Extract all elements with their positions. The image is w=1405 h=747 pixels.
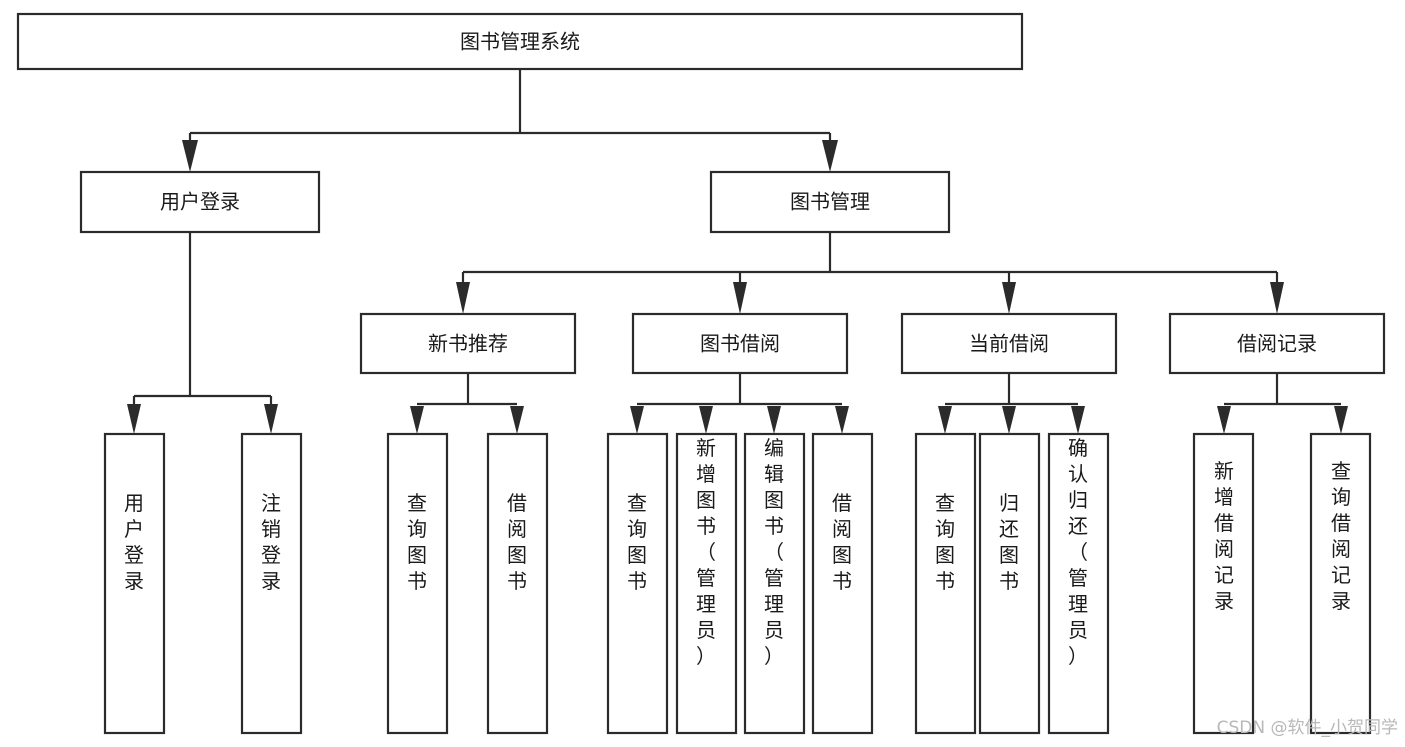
node-leaf-borrow-book-1-box[interactable] <box>486 432 549 735</box>
connector-group-root <box>182 69 838 172</box>
arrow-head-leaf-user-logout <box>264 404 278 434</box>
arrow-head-leaf-add-book <box>699 406 713 434</box>
connector-group-book-borrow <box>630 373 849 434</box>
node-leaf-confirm-return[interactable]: 确认归还（管理员） <box>1047 432 1110 735</box>
node-leaf-add-record-box[interactable] <box>1192 432 1255 735</box>
node-leaf-borrow-book-2-label: 借阅图书 <box>832 491 852 593</box>
node-leaf-user-login-label: 用户登录 <box>124 491 144 593</box>
node-current-borrow-label: 当前借阅 <box>969 332 1049 356</box>
node-leaf-borrow-book-1[interactable]: 借阅图书 <box>486 432 549 735</box>
arrow-head-user-login <box>182 140 198 172</box>
node-leaf-edit-book-label: 编辑图书（管理员） <box>764 436 784 668</box>
node-borrow-record[interactable]: 借阅记录 <box>1168 312 1386 375</box>
node-leaf-add-book-box[interactable] <box>675 432 738 735</box>
node-user-login[interactable]: 用户登录 <box>79 170 321 234</box>
arrow-head-leaf-query-book-2 <box>630 406 644 434</box>
arrow-head-leaf-return-book <box>1002 406 1016 434</box>
node-leaf-query-record-label: 查询借阅记录 <box>1331 459 1351 613</box>
node-leaf-query-book-3-box[interactable] <box>914 432 977 735</box>
node-leaf-query-book-3-label: 查询图书 <box>935 491 955 593</box>
node-leaf-confirm-return-label: 确认归还（管理员） <box>1068 436 1088 668</box>
node-user-login-label: 用户登录 <box>160 190 240 214</box>
node-book-borrow-box[interactable] <box>631 312 849 375</box>
node-leaf-query-book-1-box[interactable] <box>386 432 449 735</box>
arrow-head-book-borrow <box>733 282 747 314</box>
watermark-label: CSDN @软件_小贺同学 <box>1217 718 1398 738</box>
node-root[interactable]: 图书管理系统 <box>16 12 1024 71</box>
node-leaf-add-book-label: 新增图书（管理员） <box>696 436 716 668</box>
node-leaf-user-logout-box[interactable] <box>240 432 303 735</box>
node-new-book-recommend[interactable]: 新书推荐 <box>359 312 577 375</box>
node-leaf-return-book-label: 归还图书 <box>999 491 1019 593</box>
connector-group-borrow-record <box>1217 373 1348 434</box>
connector-group-new-book-recommend <box>410 373 524 434</box>
node-leaf-borrow-book-2-box[interactable] <box>811 432 874 735</box>
node-leaf-query-record-box[interactable] <box>1309 432 1372 735</box>
node-leaf-query-book-2-box[interactable] <box>606 432 669 735</box>
connector-group-current-borrow <box>938 373 1085 434</box>
arrow-head-leaf-add-record <box>1217 406 1231 434</box>
node-leaf-borrow-book-1-label: 借阅图书 <box>507 491 527 593</box>
node-borrow-record-label: 借阅记录 <box>1237 332 1317 356</box>
node-leaf-edit-book[interactable]: 编辑图书（管理员） <box>743 432 806 735</box>
arrow-head-leaf-edit-book <box>767 406 781 434</box>
arrow-head-leaf-confirm-return <box>1071 406 1085 434</box>
node-root-label: 图书管理系统 <box>460 30 580 54</box>
arrow-head-leaf-user-login <box>127 404 141 434</box>
node-leaf-query-book-2-label: 查询图书 <box>627 491 647 593</box>
node-leaf-borrow-book-2[interactable]: 借阅图书 <box>811 432 874 735</box>
node-leaf-edit-book-box[interactable] <box>743 432 806 735</box>
node-leaf-user-login-box[interactable] <box>103 432 166 735</box>
node-leaf-query-record[interactable]: 查询借阅记录 <box>1309 432 1372 735</box>
node-leaf-query-book-3[interactable]: 查询图书 <box>914 432 977 735</box>
node-leaf-user-login[interactable]: 用户登录 <box>103 432 166 735</box>
node-leaf-query-book-1-label: 查询图书 <box>407 491 427 593</box>
node-leaf-return-book[interactable]: 归还图书 <box>978 432 1041 735</box>
arrow-head-leaf-borrow-book-2 <box>835 406 849 434</box>
node-book-manage-box[interactable] <box>709 170 951 234</box>
node-leaf-user-logout-label: 注销登录 <box>261 491 281 593</box>
node-leaf-add-book[interactable]: 新增图书（管理员） <box>675 432 738 735</box>
node-leaf-add-record[interactable]: 新增借阅记录 <box>1192 432 1255 735</box>
node-leaf-add-record-label: 新增借阅记录 <box>1214 459 1234 613</box>
arrow-head-leaf-query-book-1 <box>410 406 424 434</box>
node-leaf-query-book-1[interactable]: 查询图书 <box>386 432 449 735</box>
node-current-borrow-box[interactable] <box>900 312 1118 375</box>
arrow-head-borrow-record <box>1270 282 1284 314</box>
node-current-borrow[interactable]: 当前借阅 <box>900 312 1118 375</box>
arrow-head-book-manage <box>822 140 838 172</box>
arrow-head-current-borrow <box>1002 282 1016 314</box>
connector-group-book-manage <box>456 232 1284 314</box>
node-book-borrow[interactable]: 图书借阅 <box>631 312 849 375</box>
node-book-borrow-label: 图书借阅 <box>700 332 780 356</box>
node-root-box[interactable] <box>16 12 1024 71</box>
node-new-book-recommend-box[interactable] <box>359 312 577 375</box>
arrow-head-leaf-borrow-book-1 <box>510 406 524 434</box>
node-borrow-record-box[interactable] <box>1168 312 1386 375</box>
arrow-head-leaf-query-record <box>1334 406 1348 434</box>
node-new-book-recommend-label: 新书推荐 <box>428 332 508 356</box>
arrow-head-new-book-recommend <box>456 282 470 314</box>
node-book-manage[interactable]: 图书管理 <box>709 170 951 234</box>
node-leaf-query-book-2[interactable]: 查询图书 <box>606 432 669 735</box>
node-book-manage-label: 图书管理 <box>790 190 870 214</box>
connector-group-user-login <box>127 232 278 434</box>
node-leaf-user-logout[interactable]: 注销登录 <box>240 432 303 735</box>
arrow-head-leaf-query-book-3 <box>938 406 952 434</box>
node-leaf-return-book-box[interactable] <box>978 432 1041 735</box>
node-leaf-confirm-return-box[interactable] <box>1047 432 1110 735</box>
node-user-login-box[interactable] <box>79 170 321 234</box>
